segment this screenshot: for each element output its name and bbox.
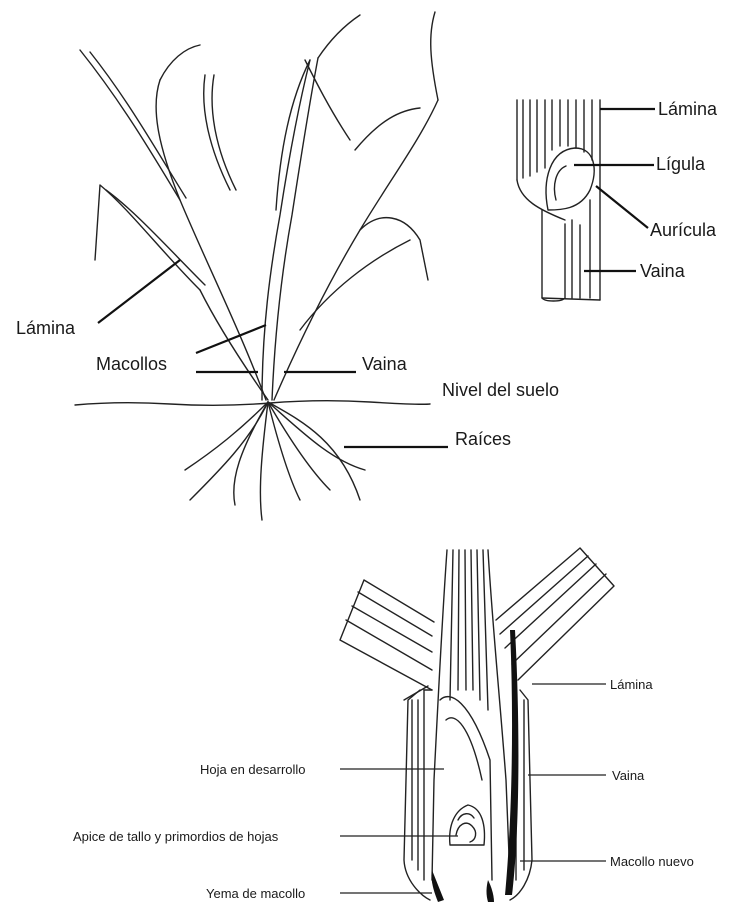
soil-level-line: [75, 401, 430, 406]
section-label-yema: Yema de macollo: [206, 886, 305, 901]
detail-label-ligula: Lígula: [656, 154, 706, 174]
section-label-lamina: Lámina: [610, 677, 653, 692]
detail-label-auricula: Aurícula: [650, 220, 717, 240]
section-label-hoja-desarrollo: Hoja en desarrollo: [200, 762, 306, 777]
longitudinal-section-drawing: [340, 548, 614, 900]
section-label-apice: Apice de tallo y primordios de hojas: [73, 829, 279, 844]
plant-label-vaina: Vaina: [362, 354, 408, 374]
plant-label-raices: Raíces: [455, 429, 511, 449]
plant-label-nivel-suelo: Nivel del suelo: [442, 380, 559, 400]
grass-plant-drawing: [75, 12, 438, 520]
plant-label-lamina: Lámina: [16, 318, 76, 338]
section-leader-lines: [340, 684, 606, 893]
detail-label-vaina: Vaina: [640, 261, 686, 281]
section-label-macollo-nuevo: Macollo nuevo: [610, 854, 694, 869]
detail-label-lamina: Lámina: [658, 99, 718, 119]
section-label-vaina: Vaina: [612, 768, 645, 783]
tiller-bud-left: [431, 870, 444, 902]
tiller-bud-right: [487, 880, 495, 902]
ligule-leader-lines: [574, 109, 655, 271]
plant-label-macollos: Macollos: [96, 354, 167, 374]
